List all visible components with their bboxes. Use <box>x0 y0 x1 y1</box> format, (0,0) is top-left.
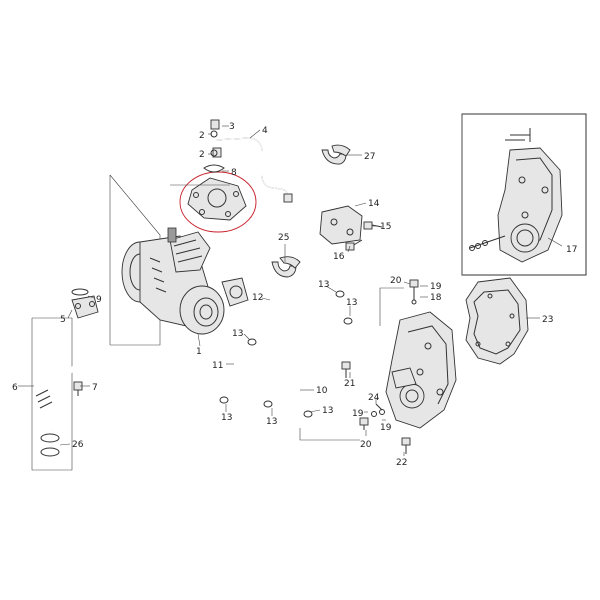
callout-13: 13 <box>221 413 232 423</box>
callout-11: 11 <box>212 361 223 371</box>
callout-5: 5 <box>60 315 66 325</box>
callout-24: 24 <box>368 393 380 403</box>
callout-1: 1 <box>196 347 202 357</box>
callout-19: 19 <box>352 409 364 419</box>
callout-13: 13 <box>322 406 333 416</box>
oil-pipe-6 <box>31 288 99 471</box>
hose-11 <box>228 342 263 407</box>
callout-2: 2 <box>199 131 205 141</box>
gasket-23 <box>465 277 529 365</box>
callout-9: 9 <box>96 295 102 305</box>
callout-2: 2 <box>199 150 205 160</box>
callout-6: 6 <box>12 383 18 393</box>
callout-leaders <box>18 125 563 456</box>
hose-10 <box>288 311 341 411</box>
callout-27: 27 <box>364 152 375 162</box>
hose-clips <box>219 290 353 418</box>
callout-17: 17 <box>566 245 577 255</box>
callout-7: 7 <box>92 383 98 393</box>
housing-leader-lines <box>299 287 404 441</box>
callout-12: 12 <box>252 293 263 303</box>
hose-12 <box>249 293 334 382</box>
callout-3: 3 <box>229 122 235 132</box>
callout-8: 8 <box>231 168 237 178</box>
callout-labels: 2 3 4 2 8 27 14 15 25 16 17 5 9 12 13 13… <box>12 122 577 468</box>
inset-frame <box>461 113 587 276</box>
callout-23: 23 <box>542 315 553 325</box>
oil-feed-pipe <box>210 119 293 203</box>
callout-26: 26 <box>72 440 84 450</box>
callout-19: 19 <box>430 282 442 292</box>
callout-13: 13 <box>232 329 243 339</box>
clamp-27 <box>321 144 351 165</box>
callout-15: 15 <box>380 222 391 232</box>
callout-18: 18 <box>430 293 442 303</box>
callout-16: 16 <box>333 252 345 262</box>
housing-body <box>385 311 457 429</box>
callout-22: 22 <box>396 458 407 468</box>
callout-4: 4 <box>262 126 268 136</box>
inset-housing-drawing <box>469 128 563 263</box>
callout-21: 21 <box>344 379 355 389</box>
clamp-25 <box>271 256 301 278</box>
callout-20: 20 <box>360 440 372 450</box>
callout-20: 20 <box>390 276 402 286</box>
bracket-14 <box>319 205 383 251</box>
callout-14: 14 <box>368 199 380 209</box>
callout-13: 13 <box>266 417 277 427</box>
callout-13: 13 <box>318 280 329 290</box>
callout-19: 19 <box>380 423 392 433</box>
callout-13: 13 <box>346 298 357 308</box>
callout-10: 10 <box>316 386 328 396</box>
housing-bolts <box>341 279 419 454</box>
callout-25: 25 <box>278 233 289 243</box>
turbocharger-assembly <box>121 227 249 335</box>
gasket-detail <box>179 164 257 233</box>
